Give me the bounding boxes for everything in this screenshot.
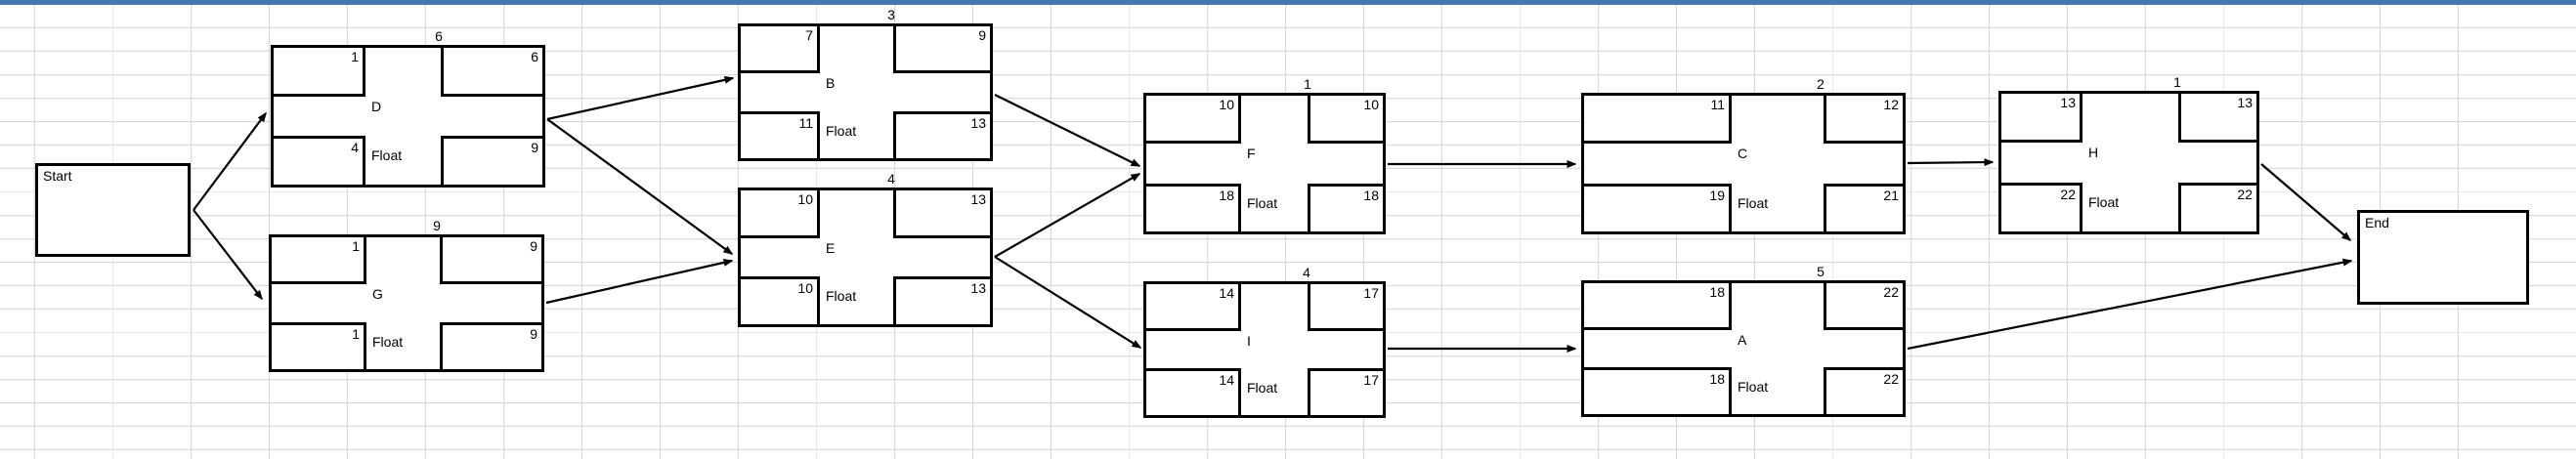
edge-arrow-D-to-E[interactable] <box>546 118 734 255</box>
float-label: Float <box>1247 194 1278 211</box>
float-label: Float <box>826 123 857 139</box>
activity-node-F[interactable]: 10 10 18 18 F Float 1 <box>1143 76 1386 234</box>
early-start-box: 7 <box>738 23 820 73</box>
late-start-box: 19 <box>1581 183 1732 234</box>
float-label: Float <box>372 334 404 350</box>
edge-arrow-E-to-F[interactable] <box>994 173 1141 258</box>
milestone-node-start[interactable]: Start <box>35 163 191 257</box>
late-start-box: 22 <box>1998 183 2082 234</box>
early-finish-box: 10 <box>1308 93 1386 145</box>
late-finish-box: 22 <box>1824 367 1906 417</box>
duration-label: 5 <box>1817 264 1825 279</box>
late-finish-box: 9 <box>441 136 545 188</box>
float-label: Float <box>1738 379 1769 396</box>
early-finish-box: 9 <box>440 234 544 284</box>
window-top-accent-bar <box>0 0 2576 5</box>
node-label: Start <box>43 168 72 184</box>
activity-name-label: I <box>1247 332 1251 349</box>
edge-arrow-G-to-E[interactable] <box>545 258 734 305</box>
node-label: End <box>2365 215 2389 230</box>
early-start-box: 10 <box>738 188 820 238</box>
edge-arrow-start-to-G[interactable] <box>193 209 263 301</box>
edge-arrow-E-to-I[interactable] <box>994 256 1142 349</box>
edge-arrow-C-to-H[interactable] <box>1907 158 1995 167</box>
early-start-box: 14 <box>1143 281 1241 331</box>
early-finish-box: 13 <box>893 188 993 238</box>
activity-name-label: D <box>371 98 382 114</box>
activity-name-label: G <box>372 286 383 302</box>
early-start-box: 10 <box>1143 93 1241 145</box>
activity-name-label: H <box>2088 145 2099 160</box>
duration-label: 3 <box>887 7 895 22</box>
float-label: Float <box>1738 194 1769 211</box>
activity-node-C[interactable]: 11 12 19 21 C Float 2 <box>1581 76 1906 234</box>
late-finish-box: 22 <box>2178 183 2259 234</box>
early-finish-box: 9 <box>893 23 993 73</box>
early-finish-box: 22 <box>1824 280 1906 330</box>
duration-label: 4 <box>887 171 895 187</box>
late-finish-box: 21 <box>1824 183 1906 234</box>
late-finish-box: 17 <box>1308 368 1386 418</box>
late-start-box: 11 <box>738 111 820 161</box>
early-start-box: 18 <box>1581 280 1732 330</box>
late-start-box: 18 <box>1581 367 1732 417</box>
activity-name-label: A <box>1738 331 1747 348</box>
float-label: Float <box>371 147 403 164</box>
late-start-box: 14 <box>1143 368 1241 418</box>
activity-name-label: E <box>826 239 836 256</box>
edge-arrow-D-to-B[interactable] <box>546 75 735 121</box>
activity-node-H[interactable]: 13 13 22 22 H Float 1 <box>1998 74 2259 234</box>
early-finish-box: 6 <box>441 45 545 97</box>
activity-name-label: C <box>1738 146 1748 162</box>
edge-arrow-B-to-F[interactable] <box>994 94 1141 167</box>
early-start-box: 1 <box>269 234 366 284</box>
late-start-box: 10 <box>738 276 820 327</box>
early-start-box: 11 <box>1581 93 1732 145</box>
edge-arrow-A-to-end[interactable] <box>1907 258 2353 351</box>
early-finish-box: 13 <box>2178 91 2259 143</box>
late-start-box: 18 <box>1143 183 1241 234</box>
duration-label: 4 <box>1303 265 1310 280</box>
duration-label: 1 <box>1304 76 1311 92</box>
activity-node-D[interactable]: 1 6 4 9 D Float 6 <box>271 28 545 188</box>
float-label: Float <box>1247 380 1278 396</box>
early-finish-box: 12 <box>1824 93 1906 145</box>
early-start-box: 1 <box>271 45 365 97</box>
late-start-box: 4 <box>271 136 365 188</box>
late-finish-box: 13 <box>893 111 993 161</box>
late-start-box: 1 <box>269 322 366 372</box>
edge-arrow-start-to-D[interactable] <box>193 111 267 211</box>
milestone-node-end[interactable]: End <box>2357 210 2529 305</box>
duration-label: 6 <box>435 28 443 44</box>
early-finish-box: 17 <box>1308 281 1386 331</box>
late-finish-box: 18 <box>1308 183 1386 234</box>
early-start-box: 13 <box>1998 91 2082 143</box>
float-label: Float <box>2088 194 2120 210</box>
edge-arrow-H-to-end[interactable] <box>2260 163 2352 241</box>
late-finish-box: 9 <box>440 322 544 372</box>
late-finish-box: 13 <box>893 276 993 327</box>
activity-name-label: F <box>1247 146 1256 162</box>
activity-node-B[interactable]: 7 9 11 13 B Float 3 <box>738 7 993 161</box>
duration-label: 2 <box>1817 76 1825 92</box>
float-label: Float <box>826 288 857 305</box>
duration-label: 9 <box>433 218 441 233</box>
activity-name-label: B <box>826 75 836 91</box>
duration-label: 1 <box>2173 74 2181 90</box>
